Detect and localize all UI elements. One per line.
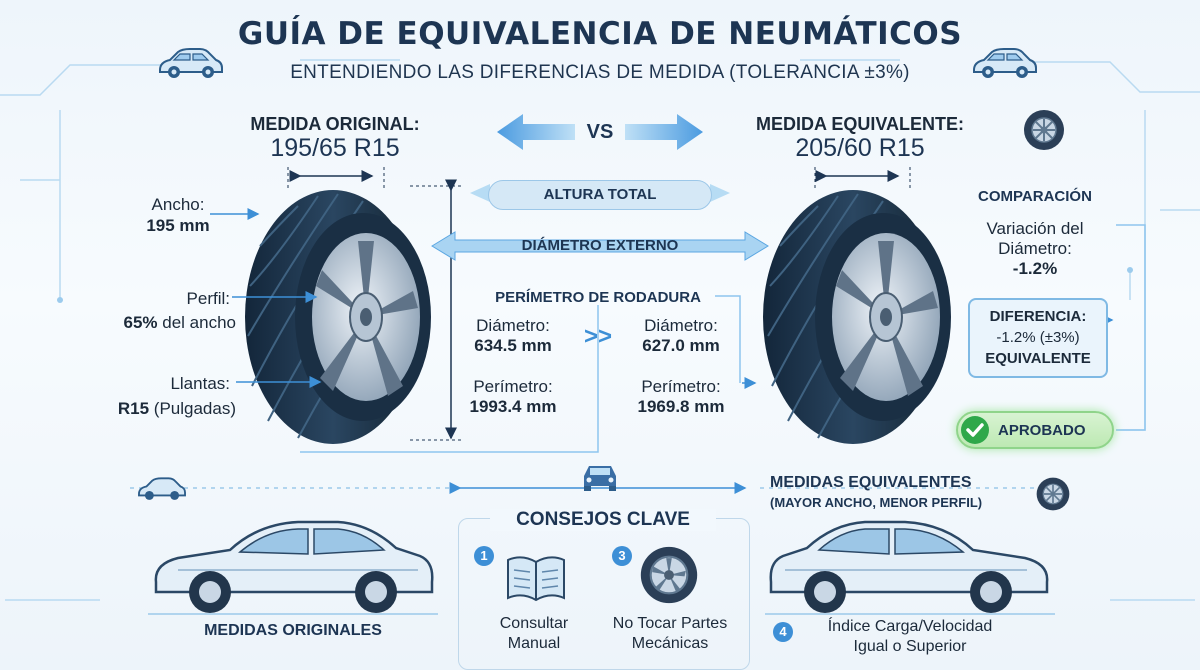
rim-label: Llantas: bbox=[170, 374, 230, 393]
approved-badge: APROBADO bbox=[956, 411, 1114, 449]
rolling-perimeter-label: PERÍMETRO DE RODADURA bbox=[495, 289, 701, 306]
variation-label-2: Diámetro: bbox=[998, 239, 1072, 258]
tip3-number: 3 bbox=[612, 546, 632, 566]
tire-original-icon bbox=[245, 190, 431, 444]
vs-arrows bbox=[497, 114, 703, 150]
left-perimeter-value: 1993.4 mm bbox=[469, 397, 557, 416]
car-icon-top-right bbox=[973, 48, 1037, 78]
external-diameter-label: DIÁMETRO EXTERNO bbox=[521, 237, 679, 254]
left-perimeter-label: Perímetro: bbox=[473, 377, 553, 396]
equivalent-size: 205/60 R15 bbox=[795, 134, 925, 162]
equivalents-subheading: (MAYOR ANCHO, MENOR PERFIL) bbox=[770, 495, 983, 510]
difference-value: -1.2% (±3%) bbox=[996, 329, 1080, 346]
page-subtitle: ENTENDIENDO LAS DIFERENCIAS DE MEDIDA (T… bbox=[290, 62, 910, 83]
tip1-line2: Manual bbox=[507, 635, 561, 652]
wheel-icon-bottom-right bbox=[1036, 477, 1070, 511]
compare-symbol: >> bbox=[583, 323, 613, 350]
tip4-line1: Índice Carga/Velocidad bbox=[827, 618, 993, 635]
original-caption: MEDIDAS ORIGINALES bbox=[204, 622, 382, 639]
sedan-original-icon bbox=[148, 520, 438, 615]
difference-result: EQUIVALENTE bbox=[985, 350, 1091, 367]
profile-value: 65% del ancho bbox=[123, 313, 236, 332]
equivalent-heading: MEDIDA EQUIVALENTE: bbox=[755, 114, 964, 134]
left-diameter-value: 634.5 mm bbox=[474, 336, 552, 355]
difference-heading: DIFERENCIA: bbox=[989, 308, 1087, 325]
car-icon-separator-left bbox=[138, 477, 186, 500]
width-label: Ancho: bbox=[151, 195, 205, 214]
tips-heading: CONSEJOS CLAVE bbox=[490, 509, 716, 531]
variation-label-1: Variación del bbox=[986, 219, 1084, 238]
comparison-heading: COMPARACIÓN bbox=[978, 188, 1092, 205]
tire-equivalent-icon bbox=[763, 190, 951, 444]
page-title: GUÍA DE EQUIVALENCIA DE NEUMÁTICOS bbox=[237, 16, 963, 52]
approved-label: APROBADO bbox=[998, 422, 1086, 439]
right-perimeter-label: Perímetro: bbox=[641, 377, 721, 396]
left-diameter-label: Diámetro: bbox=[476, 316, 550, 335]
difference-box: DIFERENCIA: -1.2% (±3%) EQUIVALENTE bbox=[968, 298, 1108, 378]
right-perimeter-value: 1969.8 mm bbox=[637, 397, 725, 416]
variation-value: -1.2% bbox=[1012, 259, 1058, 278]
tip4-number: 4 bbox=[773, 622, 793, 642]
car-front-icon bbox=[584, 466, 616, 491]
check-icon bbox=[961, 416, 989, 444]
tip1-line1: Consultar bbox=[499, 615, 569, 632]
width-value: 195 mm bbox=[146, 216, 210, 235]
car-icon-top-left bbox=[159, 48, 223, 78]
tip4-line2: Igual o Superior bbox=[853, 638, 967, 655]
right-diameter-value: 627.0 mm bbox=[642, 336, 720, 355]
original-size: 195/65 R15 bbox=[270, 134, 400, 162]
equivalents-heading: MEDIDAS EQUIVALENTES bbox=[770, 474, 972, 491]
tip1-number: 1 bbox=[474, 546, 494, 566]
right-diameter-label: Diámetro: bbox=[644, 316, 718, 335]
original-heading: MEDIDA ORIGINAL: bbox=[250, 114, 420, 134]
tip3-line2: Mecánicas bbox=[631, 635, 709, 652]
vs-label: VS bbox=[586, 121, 614, 143]
total-height-label: ALTURA TOTAL bbox=[488, 180, 712, 210]
wheel-icon-tip bbox=[640, 546, 698, 604]
wheel-icon-top-right bbox=[1024, 110, 1064, 150]
profile-label: Perfil: bbox=[186, 289, 230, 308]
tip3-line1: No Tocar Partes bbox=[612, 615, 728, 632]
rim-value: R15 (Pulgadas) bbox=[117, 399, 236, 418]
book-icon bbox=[507, 556, 565, 602]
sedan-equivalent-icon bbox=[765, 520, 1055, 615]
